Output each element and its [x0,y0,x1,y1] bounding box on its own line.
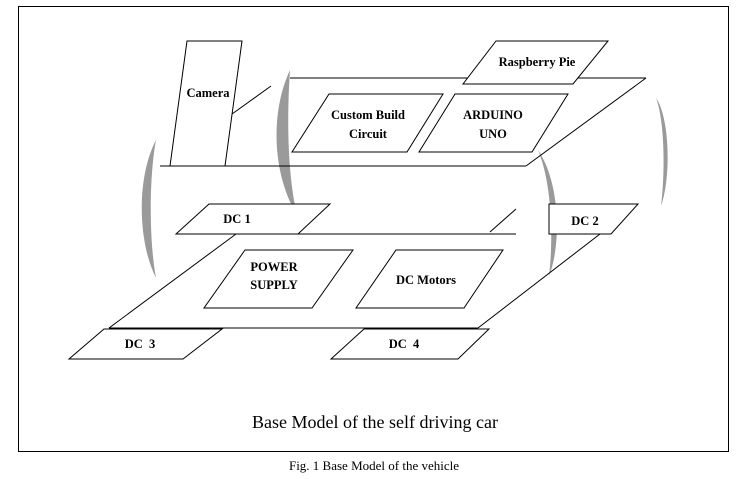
power-supply-label-line1: POWER [250,260,298,274]
dc-motors-label: DC Motors [396,273,456,287]
dc3-block: DC 3 [67,328,224,360]
camera-label: Camera [186,86,230,100]
dc4-label: DC 4 [389,337,420,351]
camera-block: Camera [169,40,243,167]
dc-motors-block: DC Motors [355,249,504,309]
dc1-label: DC 1 [223,212,250,226]
arduino-label-line1: ARDUINO [463,108,523,122]
arduino-block: ARDUINO UNO [418,93,569,153]
power-supply-block: POWER SUPPLY [203,249,354,309]
dc2-label: DC 2 [571,214,598,228]
raspberry-pi-block: Raspberry Pie [461,40,610,85]
wheel-left-front [141,140,156,278]
figure-frame [18,6,729,452]
dc2-block: DC 2 [548,203,640,235]
dc1-block: DC 1 [174,203,332,235]
wheel-center-front [276,70,297,215]
dc3-label: DC 3 [125,337,156,351]
figure-caption: Fig. 1 Base Model of the vehicle [289,458,459,473]
raspberry-pi-label: Raspberry Pie [499,55,576,69]
dc4-block: DC 4 [329,328,491,360]
diagram-title: Base Model of the self driving car [252,412,498,432]
custom-circuit-label-line2: Circuit [349,127,388,141]
wheel-center-rear [538,150,557,276]
custom-circuit-block: Custom Build Circuit [291,93,444,153]
power-supply-label-line2: SUPPLY [250,278,297,292]
arduino-label-line2: UNO [479,127,507,141]
wheel-right-rear [656,98,668,206]
custom-circuit-label-line1: Custom Build [331,108,405,122]
